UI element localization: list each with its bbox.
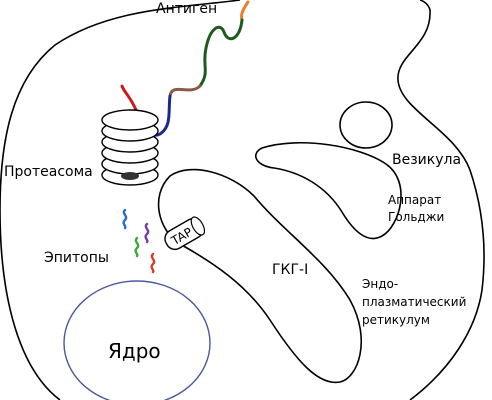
- nucleus-label: Ядро: [108, 339, 161, 363]
- vesicle-label: Везикула: [392, 152, 461, 168]
- antigen-label: Антиген: [156, 1, 217, 17]
- nucleus: [63, 280, 211, 400]
- vesicle: [339, 101, 393, 149]
- epitope-purple: [144, 222, 150, 244]
- epitope-blue: [122, 208, 128, 230]
- proteasome-label: Протеасома: [4, 164, 93, 180]
- er-label-line2: плазматический: [362, 295, 466, 309]
- golgi-label-line2: Гольджи: [388, 210, 444, 224]
- golgi-label-line1: Аппарат: [388, 193, 441, 207]
- epitopes-label: Эпитопы: [44, 250, 109, 266]
- epitope-red: [150, 252, 156, 274]
- mhc-label: ГКГ-I: [272, 262, 308, 278]
- tap-transporter: TAP: [164, 216, 206, 251]
- er-label-line1: Эндо-: [362, 277, 398, 291]
- golgi-apparatus: [254, 142, 402, 240]
- er-label-line3: ретикулум: [362, 313, 430, 327]
- epitope-green: [134, 236, 140, 258]
- proteasome: [101, 109, 159, 186]
